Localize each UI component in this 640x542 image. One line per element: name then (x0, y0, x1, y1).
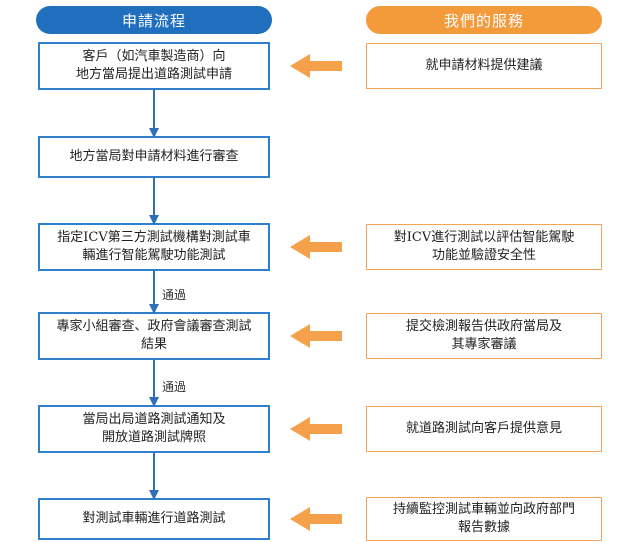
step-4-text: 專家小組審查、政府會議審查測試 結果 (56, 319, 252, 352)
left-arrow-1 (290, 54, 342, 78)
service-1-box: 就申請材料提供建議 (366, 43, 602, 89)
left-arrow-5 (290, 417, 342, 441)
left-arrow-4 (290, 324, 342, 348)
services-header: 我們的服務 (366, 6, 602, 34)
step-3-text: 指定ICV第三方測試機構對測試車 輛進行智能駕駛功能測試 (57, 230, 251, 263)
step-1-text: 客戶（如汽車製造商）向 地方當局提出道路測試申請 (75, 49, 232, 82)
left-arrow-6 (290, 507, 342, 531)
step-2-text: 地方當局對申請材料進行審查 (69, 149, 239, 164)
step-1-box: 客戶（如汽車製造商）向 地方當局提出道路測試申請 (38, 42, 270, 90)
process-header: 申請流程 (36, 6, 272, 34)
service-1-text: 就申請材料提供建議 (425, 58, 543, 73)
step-5-box: 當局出局道路測試通知及 開放道路測試牌照 (38, 405, 270, 453)
step-6-text: 對測試車輛進行道路測試 (82, 511, 226, 526)
step-5-text: 當局出局道路測試通知及 開放道路測試牌照 (82, 412, 226, 445)
service-5-box: 就道路測試向客戶提供意見 (366, 406, 602, 452)
service-3-text: 對ICV進行測試以評估智能駕駛 功能並驗證安全性 (393, 230, 575, 263)
left-arrow-3 (290, 235, 342, 259)
service-6-box: 持續監控測試車輛並向政府部門 報告數據 (366, 497, 602, 541)
service-3-box: 對ICV進行測試以評估智能駕駛 功能並驗證安全性 (366, 224, 602, 270)
service-6-text: 持續監控測試車輛並向政府部門 報告數據 (392, 502, 575, 535)
connector-label-2: 通過 (162, 380, 187, 394)
service-4-text: 提交檢測報告供政府當局及 其專家審議 (405, 319, 562, 352)
service-5-text: 就道路測試向客戶提供意見 (405, 421, 562, 436)
service-4-box: 提交檢測報告供政府當局及 其專家審議 (366, 313, 602, 359)
step-4-box: 專家小組審查、政府會議審查測試 結果 (38, 312, 270, 360)
connector-label-1: 通過 (162, 288, 187, 302)
